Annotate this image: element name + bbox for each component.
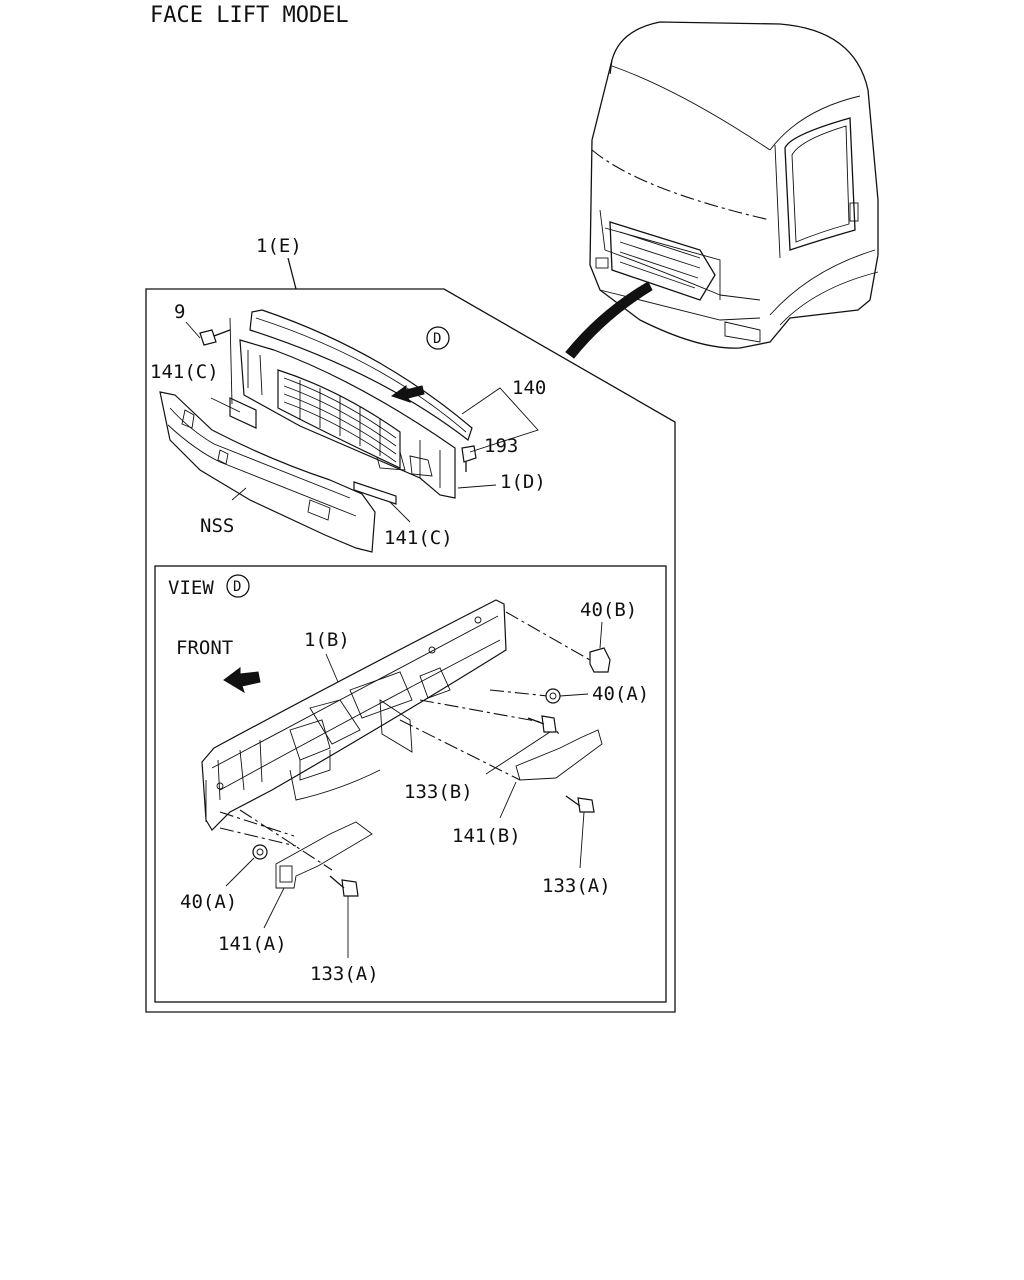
- detail-view-marker: D: [433, 331, 441, 347]
- label-141C-top: 141(C): [150, 361, 219, 383]
- diagram-title: FACE LIFT MODEL: [150, 3, 349, 28]
- assembly-outline: [145, 288, 676, 1013]
- grille-assembly: [159, 309, 473, 553]
- bolt-133B-icon: [527, 715, 557, 733]
- plate-141A: [275, 821, 373, 889]
- label-NSS: NSS: [200, 515, 234, 537]
- label-133B: 133(B): [404, 781, 473, 803]
- bolt-133A-bottom-icon: [329, 875, 359, 897]
- label-1E: 1(E): [256, 235, 302, 257]
- bolt-133A-right-icon: [565, 795, 595, 813]
- bracket-1B: [201, 599, 507, 831]
- label-9: 9: [174, 301, 185, 323]
- label-1D: 1(D): [500, 471, 546, 493]
- pointer-arrow-icon: [565, 281, 653, 359]
- view-marker: D: [233, 579, 241, 595]
- label-40A-right: 40(A): [592, 683, 649, 705]
- view-d-panel: [154, 565, 667, 1003]
- label-1B: 1(B): [304, 629, 350, 651]
- nut-40A-left-icon: [252, 844, 268, 860]
- front-label: FRONT: [176, 637, 233, 659]
- label-141B: 141(B): [452, 825, 521, 847]
- nut-40A-right-icon: [545, 688, 561, 704]
- front-arrow-icon: [223, 667, 261, 694]
- label-40A-left: 40(A): [180, 891, 237, 913]
- clip-40B-icon: [589, 647, 611, 673]
- label-133A-right: 133(A): [542, 875, 611, 897]
- label-141A: 141(A): [218, 933, 287, 955]
- view-label: VIEW: [168, 577, 214, 599]
- label-140: 140: [512, 377, 546, 399]
- screw-9-icon: [199, 329, 231, 346]
- label-193: 193: [484, 435, 518, 457]
- label-133A-bottom: 133(A): [310, 963, 379, 985]
- truck-cab-icon: [589, 21, 879, 349]
- clip-193-icon: [461, 445, 477, 472]
- label-40B: 40(B): [580, 599, 637, 621]
- direction-arrow-icon: [390, 385, 425, 403]
- plate-141B: [515, 729, 603, 781]
- label-141C-bottom: 141(C): [384, 527, 453, 549]
